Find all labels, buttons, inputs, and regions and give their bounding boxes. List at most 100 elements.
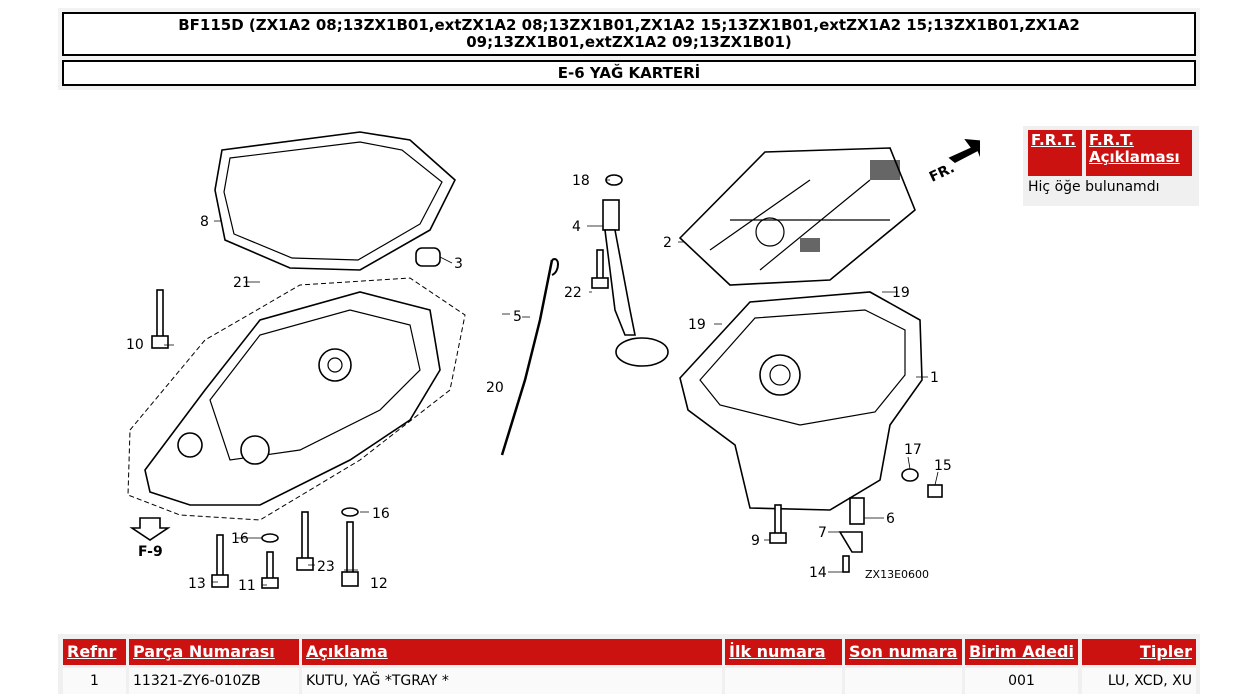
table-cell-types: LU, XCD, XU xyxy=(1082,668,1196,694)
oil-pan-rim xyxy=(699,309,906,426)
cap xyxy=(415,247,441,267)
table-cell-quantity: 001 xyxy=(965,668,1078,694)
callout-21: 21 xyxy=(233,275,251,291)
callout-19b: 19 xyxy=(892,285,910,301)
model-title-line1: BF115D (ZX1A2 08;13ZX1B01,extZX1A2 08;13… xyxy=(178,16,1080,34)
callout-12: 12 xyxy=(370,576,388,592)
bolt-10-head xyxy=(151,335,169,349)
callout-6: 6 xyxy=(886,511,895,527)
bolt-11-head xyxy=(261,577,279,589)
bolt-9-head xyxy=(769,532,787,544)
f9-label: F-9 xyxy=(138,544,163,560)
table-cell-description: KUTU, YAĞ *TGRAY * xyxy=(302,668,722,694)
frt-code-header[interactable]: F.R.T. xyxy=(1028,130,1082,176)
dipstick-handle xyxy=(551,258,559,276)
dipstick xyxy=(500,259,554,456)
bolt-22 xyxy=(596,249,604,281)
table-cell-ref: 1 xyxy=(63,668,126,694)
lower-case xyxy=(144,291,441,506)
callout-19a: 19 xyxy=(688,317,706,333)
callout-7: 7 xyxy=(818,525,827,541)
callout-10: 10 xyxy=(126,337,144,353)
drain-bolt-15 xyxy=(927,484,943,498)
lower-case-outline xyxy=(127,277,466,521)
callout-15: 15 xyxy=(934,458,952,474)
callout-22: 22 xyxy=(564,285,582,301)
f9-arrow-icon xyxy=(129,517,171,541)
callout-5: 5 xyxy=(513,309,522,325)
baffle-plate xyxy=(678,147,916,286)
frt-description-header-line2: Açıklaması xyxy=(1089,148,1180,166)
model-title-line2: 09;13ZX1B01,extZX1A2 09;13ZX1B01) xyxy=(466,33,792,51)
fr-label: FR. xyxy=(927,160,957,185)
frt-description-header[interactable]: F.R.T. Açıklaması xyxy=(1086,130,1192,176)
lower-case-port-1 xyxy=(177,432,203,458)
bolt-23 xyxy=(301,511,309,561)
callout-9: 9 xyxy=(751,533,760,549)
table-cell-part-number[interactable]: 11321-ZY6-010ZB xyxy=(129,668,299,694)
parts-table: Refnr Parça Numarası Açıklama İlk numara… xyxy=(58,634,1200,694)
column-header-quantity[interactable]: Birim Adedi xyxy=(965,639,1078,665)
callout-8: 8 xyxy=(200,214,209,230)
washer-17 xyxy=(901,468,919,482)
washer-16b xyxy=(261,533,279,543)
callout-16a: 16 xyxy=(372,506,390,522)
baffle-plate-ribs xyxy=(709,179,890,271)
oil-tube xyxy=(604,229,636,336)
gasket-inner xyxy=(223,141,443,261)
callout-14: 14 xyxy=(809,565,827,581)
lower-case-boss xyxy=(318,348,352,382)
callout-11: 11 xyxy=(238,578,256,594)
bolt-12-head xyxy=(341,571,359,587)
oil-pan-sump-inner xyxy=(769,364,791,386)
table-cell-first-number xyxy=(725,668,842,694)
plug-6 xyxy=(849,497,865,525)
baffle-hole xyxy=(755,217,785,247)
callout-3: 3 xyxy=(454,256,463,272)
column-header-ref[interactable]: Refnr xyxy=(63,639,126,665)
column-header-part-number[interactable]: Parça Numarası xyxy=(129,639,299,665)
bolt-23-head xyxy=(296,557,314,571)
column-header-first-number[interactable]: İlk numara xyxy=(725,639,842,665)
frt-panel: F.R.T. F.R.T. Açıklaması Hiç öğe bulunam… xyxy=(1023,126,1199,206)
bolt-13-head xyxy=(211,574,229,588)
callout-1: 1 xyxy=(930,370,939,386)
bolt-9 xyxy=(774,504,782,536)
bolt-12 xyxy=(346,521,354,575)
frt-description-header-line1: F.R.T. xyxy=(1089,131,1134,149)
column-header-description[interactable]: Açıklama xyxy=(302,639,722,665)
lower-case-port-2 xyxy=(240,435,270,465)
oil-pan xyxy=(679,291,923,511)
washer-16a xyxy=(341,507,359,517)
column-header-last-number[interactable]: Son numara xyxy=(845,639,962,665)
leader-lines xyxy=(164,179,939,586)
bracket-7 xyxy=(838,531,863,553)
column-header-types[interactable]: Tipler xyxy=(1082,639,1196,665)
frt-empty-message: Hiç öğe bulunamdı xyxy=(1028,179,1160,195)
baffle-dots xyxy=(800,238,820,252)
gasket-outline xyxy=(214,131,456,271)
model-title: BF115D (ZX1A2 08;13ZX1B01,extZX1A2 08;13… xyxy=(62,12,1196,56)
callout-18: 18 xyxy=(572,173,590,189)
bolt-11 xyxy=(266,551,274,581)
oil-tube-top xyxy=(602,199,620,231)
oil-strainer xyxy=(615,337,669,367)
callout-20: 20 xyxy=(486,380,504,396)
table-cell-last-number xyxy=(845,668,962,694)
oil-pan-sump xyxy=(759,354,801,396)
bolt-14 xyxy=(842,555,850,573)
bolt-13 xyxy=(216,534,224,578)
bolt-10 xyxy=(156,289,164,341)
bolt-22-head xyxy=(591,277,609,289)
callout-13: 13 xyxy=(188,576,206,592)
parts-diagram: 8 3 21 10 20 5 18 4 22 2 19 19 1 17 15 6… xyxy=(126,131,980,594)
callout-17: 17 xyxy=(904,442,922,458)
baffle-dots-2 xyxy=(870,160,900,180)
callout-2: 2 xyxy=(663,235,672,251)
lower-case-boss-inner xyxy=(327,357,343,373)
callout-16b: 16 xyxy=(231,531,249,547)
section-title: E-6 YAĞ KARTERİ xyxy=(62,60,1196,86)
diagram-code: ZX13E0600 xyxy=(865,568,929,581)
callout-23: 23 xyxy=(317,559,335,575)
fr-arrow-icon xyxy=(948,139,980,163)
